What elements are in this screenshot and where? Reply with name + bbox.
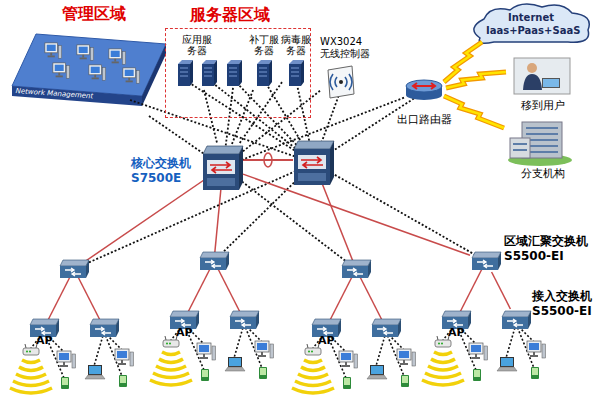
management-pc	[109, 49, 126, 64]
exit-router: 出口路由器	[404, 78, 444, 102]
photo-screen	[543, 79, 559, 87]
access-group	[150, 252, 274, 385]
dotted-connector	[149, 116, 203, 153]
core-switch	[203, 146, 243, 190]
core-link	[243, 159, 293, 161]
wireless-controller-icon	[328, 66, 354, 98]
device-label: WX3024 无线控制器	[320, 36, 378, 60]
management-pc	[77, 45, 94, 60]
server-icon	[202, 60, 217, 86]
dotted-link	[314, 163, 486, 261]
mobile-user: 移到用户	[508, 58, 578, 112]
switch-label: 接入交换机 S5500-EI	[532, 289, 598, 319]
server-icon	[227, 60, 242, 86]
dotted-connector	[232, 90, 253, 144]
management-pc	[53, 63, 70, 78]
management-plane	[12, 34, 166, 96]
branch-building	[508, 122, 572, 166]
person-body	[523, 74, 542, 90]
link-bundle-mark	[264, 153, 272, 167]
building-windows	[526, 128, 558, 152]
ap-label: AP	[448, 326, 465, 339]
mobile-user-photo	[514, 58, 570, 94]
device-label: 分支机构	[505, 166, 581, 181]
server-label: 应用服务器	[181, 34, 213, 56]
bolt	[446, 72, 506, 88]
management-illustration	[12, 34, 166, 106]
dotted-link	[223, 167, 356, 269]
dotted-connector	[243, 91, 320, 152]
person-head	[527, 63, 537, 73]
ap-label: AP	[176, 326, 193, 339]
access-switch: 接入交换机 S5500-EI	[500, 309, 532, 331]
server-icon	[178, 60, 193, 86]
building-front	[510, 138, 530, 158]
red-connector	[243, 174, 470, 255]
wireless-controller: WX3024 无线控制器	[320, 36, 378, 100]
dotted-connector	[243, 98, 404, 160]
plate-text: Network Management	[15, 87, 145, 104]
server-label: 补丁服务器	[248, 34, 280, 56]
bolt	[444, 42, 482, 82]
core-switch	[294, 141, 334, 185]
device-label: 移到用户	[508, 98, 578, 113]
cloud-label: Internet Iaas+Paas+SaaS	[486, 11, 576, 37]
core-label: 核心交换机 S7500E	[131, 156, 201, 186]
zone-heading: 管理区域	[62, 4, 152, 25]
management-pc	[45, 43, 62, 58]
branch-office: 分支机构	[505, 118, 581, 180]
core-switch-node: 核心交换机 S7500E	[203, 144, 243, 190]
server-zone: 服务器区域应用服务器补丁服务器病毒服务器	[165, 28, 311, 118]
wireless-bolts	[444, 42, 506, 128]
access-group	[10, 260, 134, 393]
photo-frame	[514, 58, 570, 94]
dotted-link	[74, 163, 314, 269]
internet-cloud	[474, 4, 589, 43]
router-icon	[406, 80, 442, 100]
server-group: 补丁服务器	[248, 34, 280, 90]
ap-label: AP	[318, 334, 335, 347]
internet-cloud-node: Internet Iaas+Paas+SaaS	[472, 4, 590, 44]
bolt	[446, 72, 506, 88]
bolt	[444, 42, 482, 82]
controller-dot	[339, 80, 343, 84]
device-label: 出口路由器	[394, 112, 454, 127]
dotted-links	[74, 80, 486, 269]
bolt	[444, 96, 504, 128]
management-area: 管理区域Network Management	[12, 34, 167, 116]
photo-laptop	[542, 78, 560, 88]
server-label: 病毒服务器	[280, 34, 312, 56]
access-group	[292, 260, 416, 393]
wireless-waves	[330, 74, 352, 90]
server-group: 病毒服务器	[282, 34, 310, 90]
red-connector	[492, 272, 511, 309]
building-windows	[513, 144, 527, 150]
controller-box	[328, 66, 354, 98]
management-pc	[123, 68, 140, 83]
management-plane-side	[142, 44, 166, 106]
bolt	[444, 96, 504, 128]
management-pc	[89, 65, 106, 80]
dotted-connector	[204, 90, 217, 144]
zone-heading: 服务器区域	[190, 5, 290, 26]
aggregation-switch: 区域汇聚交换机 S5500-EI	[470, 250, 502, 272]
server-group: 应用服务器	[174, 34, 220, 90]
dotted-connector	[239, 82, 282, 144]
access-group	[422, 252, 546, 385]
server-icon	[289, 60, 304, 86]
switch-label: 区域汇聚交换机 S5500-EI	[504, 234, 598, 264]
ap-label: AP	[36, 334, 53, 347]
server-icon	[257, 60, 272, 86]
